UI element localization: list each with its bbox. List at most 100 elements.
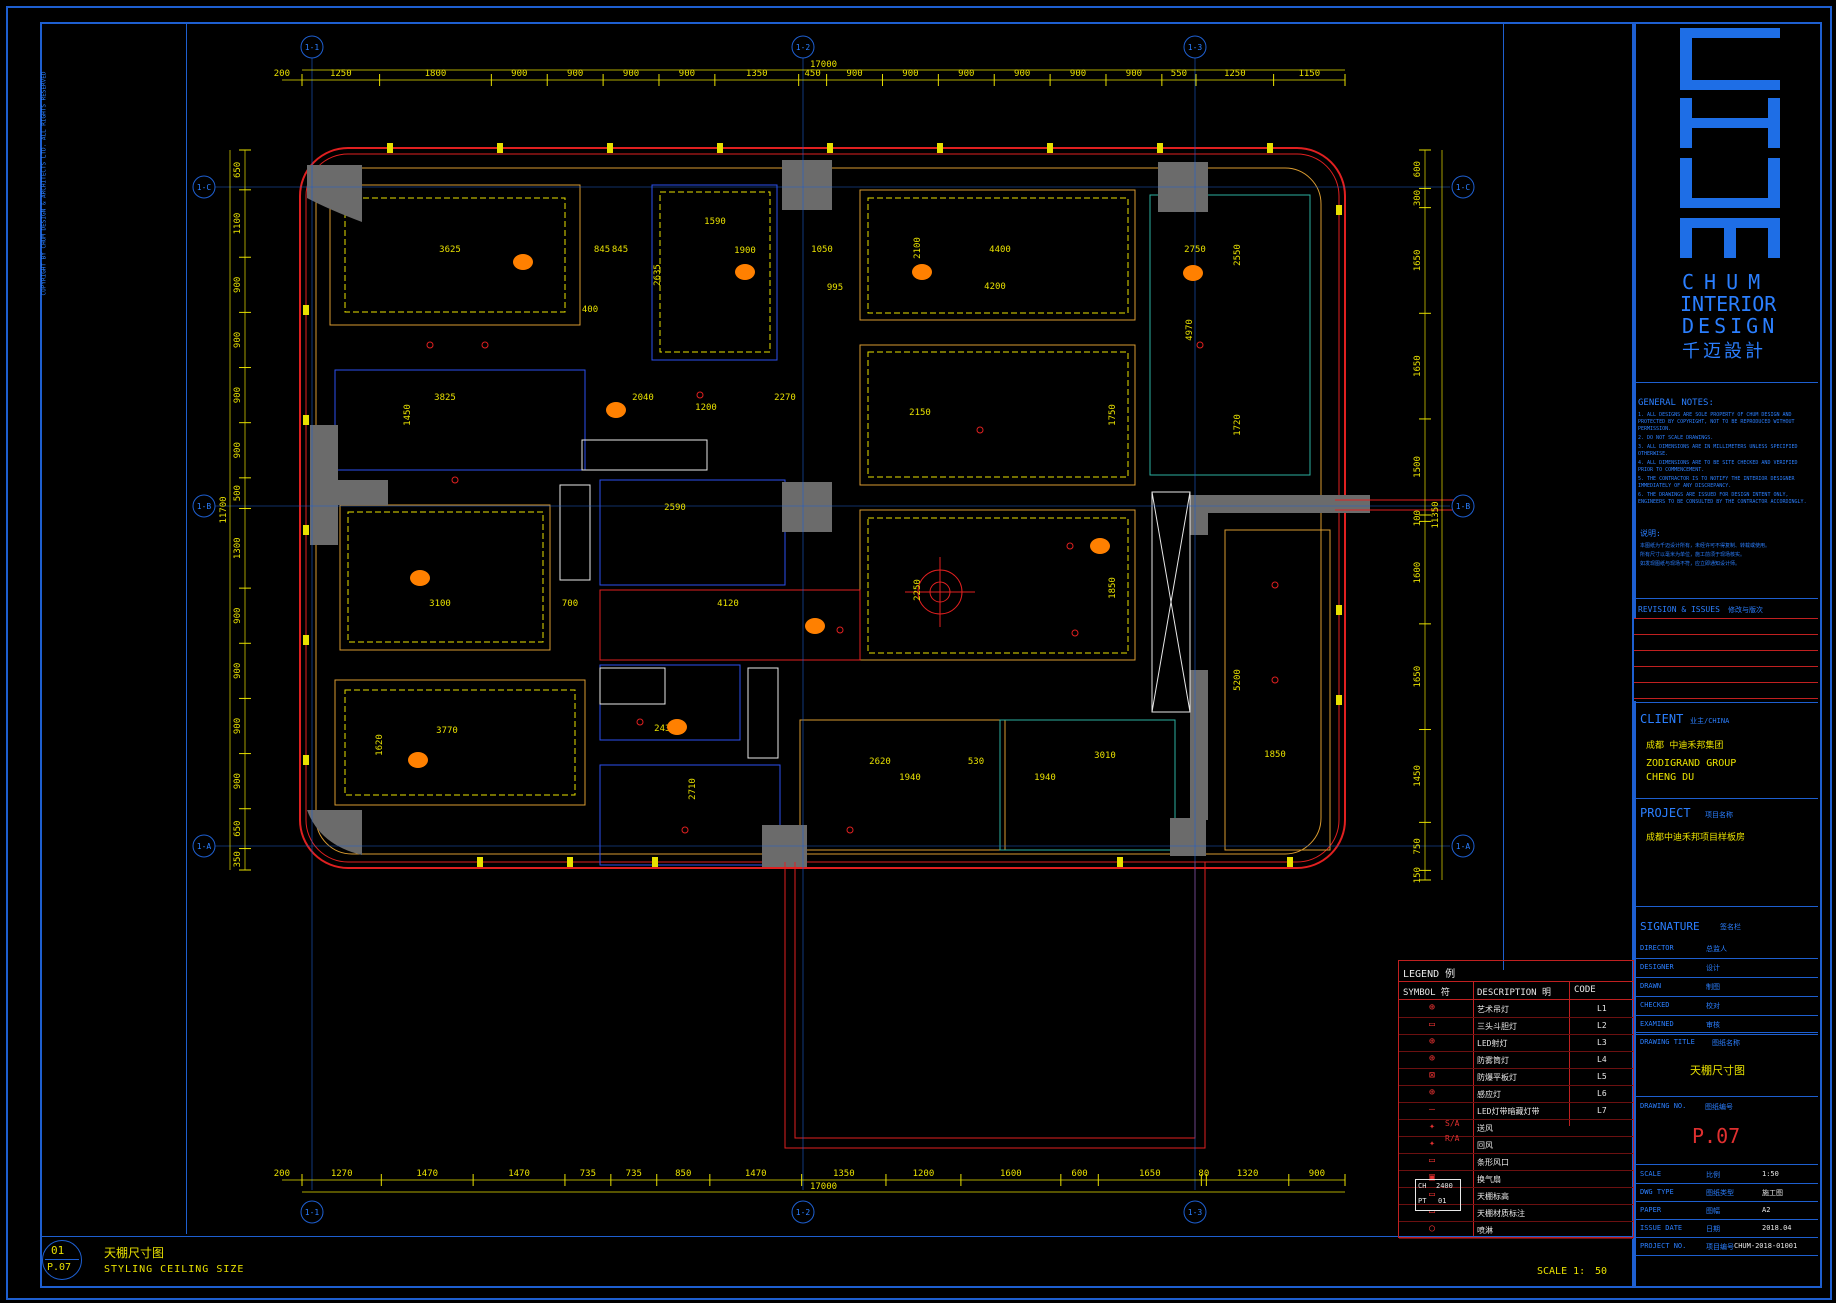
scale-label: SCALE 1: [1537, 1266, 1586, 1277]
legend-row: ▭天棚材质标注 [1399, 1205, 1633, 1222]
lamp-marker [805, 618, 825, 634]
window-marker [827, 143, 833, 153]
client-label: CLIENT [1640, 712, 1684, 726]
note-item: 3. ALL DIMENSIONS ARE IN MILLIMETERS UNL… [1638, 444, 1798, 457]
interior-dim-label: 2430 [654, 724, 676, 734]
window-marker [303, 525, 309, 535]
room-c [859, 189, 1136, 321]
legend-pt-val: 01 [1438, 1197, 1447, 1205]
dim-label: 900 [1309, 1169, 1325, 1179]
column-e3 [1190, 670, 1208, 820]
legend-code: L3 [1597, 1038, 1607, 1047]
sheet-number-bottom: P.07 [47, 1262, 72, 1273]
legend-description: 艺术吊灯 [1477, 1005, 1509, 1014]
meta-value: 施工图 [1762, 1189, 1783, 1197]
legend-code: L6 [1597, 1089, 1607, 1098]
column-e [1190, 495, 1370, 513]
grid-label-left: 1-A [197, 842, 212, 851]
legend-symbol-icon: ▣ [1429, 1172, 1436, 1183]
legend-row: ⊕ LED射灯 L3 [1399, 1035, 1633, 1052]
meta-key: SCALE [1640, 1170, 1662, 1178]
interior-dim-label: 2100 [913, 237, 923, 259]
dim-label: 300 [1413, 190, 1423, 206]
dim-label: 900 [233, 387, 243, 403]
legend-description: LED射灯 [1477, 1039, 1508, 1048]
grid-bubble-top [791, 35, 815, 59]
grid-label-top: 1-2 [796, 43, 811, 52]
downlight-icon [1271, 676, 1279, 684]
downlight-icon [636, 718, 644, 726]
downlight-icon [836, 626, 844, 634]
interior-dim-label: 2040 [632, 393, 654, 403]
east-wall [1335, 499, 1465, 511]
downlight-icon [846, 826, 854, 834]
room-a [329, 184, 581, 326]
room-d-inner [867, 351, 1129, 478]
window-marker [607, 143, 613, 153]
sheet-number-circle: 01 P.07 [42, 1240, 82, 1280]
legend-symbol-icon: ⊕ [1429, 1036, 1436, 1047]
signature-key: EXAMINED [1640, 1020, 1674, 1028]
project-name: 成都中迪禾邦项目样板房 [1646, 833, 1746, 843]
grid-bubble-top [300, 35, 324, 59]
legend-symbol-icon: ▭ [1429, 1206, 1436, 1217]
interior-dim-label: 3625 [439, 245, 461, 255]
chum-logo-icon [1680, 28, 1780, 258]
dim-offset-label: 200 [274, 1169, 290, 1179]
grid-bubble-right [1451, 175, 1475, 199]
legend-sa: S/A [1445, 1119, 1460, 1128]
dim-label: 1350 [746, 69, 768, 79]
lamp-marker [912, 264, 932, 280]
legend-description: 天棚标高 [1477, 1192, 1509, 1201]
dim-label: 1450 [1413, 765, 1423, 787]
lamp-marker [410, 570, 430, 586]
dim-label: 900 [846, 69, 862, 79]
grid-bubble-left [192, 494, 216, 518]
grid-label-right: 1-A [1456, 842, 1471, 851]
sheet-title-en: STYLING CEILING SIZE [104, 1264, 245, 1275]
lamp-marker [513, 254, 533, 270]
dim-label: 1470 [416, 1169, 438, 1179]
downlight-icon [1271, 581, 1279, 589]
drawing-title-value: 天棚尺寸图 [1690, 1064, 1745, 1077]
interior-dim-label: 4400 [989, 245, 1011, 255]
shaft [1151, 491, 1191, 713]
legend-symbol-icon: ✦ [1429, 1138, 1436, 1149]
interior-dim-label: 1590 [704, 217, 726, 227]
interior-dim-label: 2710 [688, 778, 698, 800]
dim-label: 1500 [1413, 456, 1423, 478]
dim-total-label: 11700 [219, 496, 229, 523]
interior-dim-label: 1450 [403, 404, 413, 426]
dim-label: 100 [1413, 510, 1423, 526]
signature-value: 设计 [1706, 964, 1720, 972]
downlight-icon [426, 341, 434, 349]
meta-value: CHUM-2018-01001 [1734, 1242, 1798, 1250]
signature-key: DRAWN [1640, 982, 1662, 990]
note-item: 6. THE DRAWINGS ARE ISSUED FOR DESIGN IN… [1638, 492, 1807, 505]
window-marker [1287, 857, 1293, 867]
dim-label: 1470 [745, 1169, 767, 1179]
dim-label: 1650 [1413, 666, 1423, 688]
notes-heading: GENERAL NOTES: [1638, 398, 1714, 408]
signature-key: DESIGNER [1640, 963, 1674, 971]
room-h [334, 679, 586, 806]
lamp-marker [667, 719, 687, 735]
vent-4 [747, 667, 779, 759]
downlight-icon [481, 341, 489, 349]
dim-label: 900 [511, 69, 527, 79]
legend-row: ▭条形风口 [1399, 1154, 1633, 1171]
legend-ch-box: CH 2400 PT 01 [1415, 1179, 1461, 1211]
note-item: 2. DO NOT SCALE DRAWINGS. [1638, 435, 1714, 441]
room-o [1224, 529, 1331, 851]
window-marker [303, 755, 309, 765]
interior-dim-label: 1940 [899, 773, 921, 783]
room-d [859, 344, 1136, 486]
legend-description: 条形风口 [1477, 1158, 1509, 1167]
window-marker [1047, 143, 1053, 153]
